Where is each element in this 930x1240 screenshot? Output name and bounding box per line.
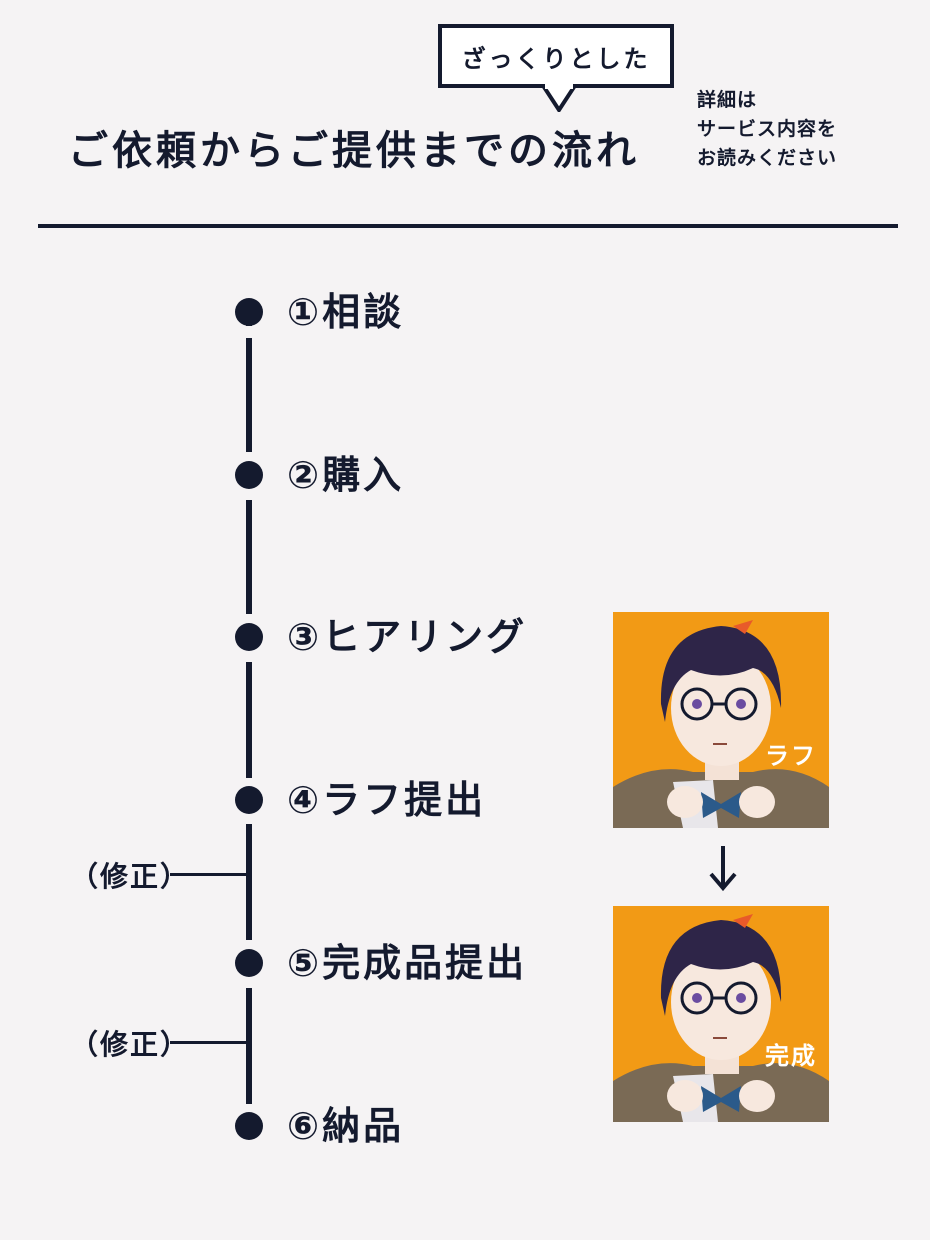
page-title: ご依頼からご提供までの流れ [68, 128, 640, 174]
header-divider [38, 224, 898, 228]
step-dot [235, 623, 263, 651]
character-illustration [613, 612, 829, 828]
step-final-submission: ⑤完成品提出 [287, 941, 528, 985]
revision-label: （修正） [70, 1028, 191, 1061]
rough-label: ラフ [765, 742, 817, 770]
step-hearing: ③ヒアリング [287, 615, 528, 659]
callout-text: ざっくりとした [461, 44, 651, 73]
callout-box: ざっくりとした [438, 24, 674, 88]
timeline-gap [242, 976, 256, 988]
step-dot [235, 1112, 263, 1140]
revision-label: （修正） [70, 860, 191, 893]
arrow-down-icon [709, 846, 737, 892]
step-purchase: ②購入 [287, 453, 405, 497]
callout-tail [542, 84, 576, 112]
timeline-line [246, 310, 252, 1126]
details-note: 詳細は サービス内容を お読みください [697, 86, 837, 173]
note-line: 詳細は [697, 89, 758, 111]
step-delivery: ⑥納品 [287, 1104, 405, 1148]
final-artwork-image: 完成 [613, 906, 829, 1122]
timeline-gap [242, 488, 256, 500]
revision-branch-line [170, 873, 250, 876]
step-dot [235, 461, 263, 489]
note-line: サービス内容を [697, 118, 838, 140]
note-line: お読みください [697, 147, 838, 169]
timeline-gap [242, 326, 256, 338]
timeline-gap [242, 812, 256, 824]
final-label: 完成 [765, 1042, 817, 1070]
character-illustration [613, 906, 829, 1122]
step-dot [235, 786, 263, 814]
timeline-gap [242, 650, 256, 662]
step-dot [235, 298, 263, 326]
step-rough-submission: ④ラフ提出 [287, 778, 487, 822]
rough-sketch-image: ラフ [613, 612, 829, 828]
step-consultation: ①相談 [287, 290, 405, 334]
revision-branch-line [170, 1041, 250, 1044]
step-dot [235, 949, 263, 977]
